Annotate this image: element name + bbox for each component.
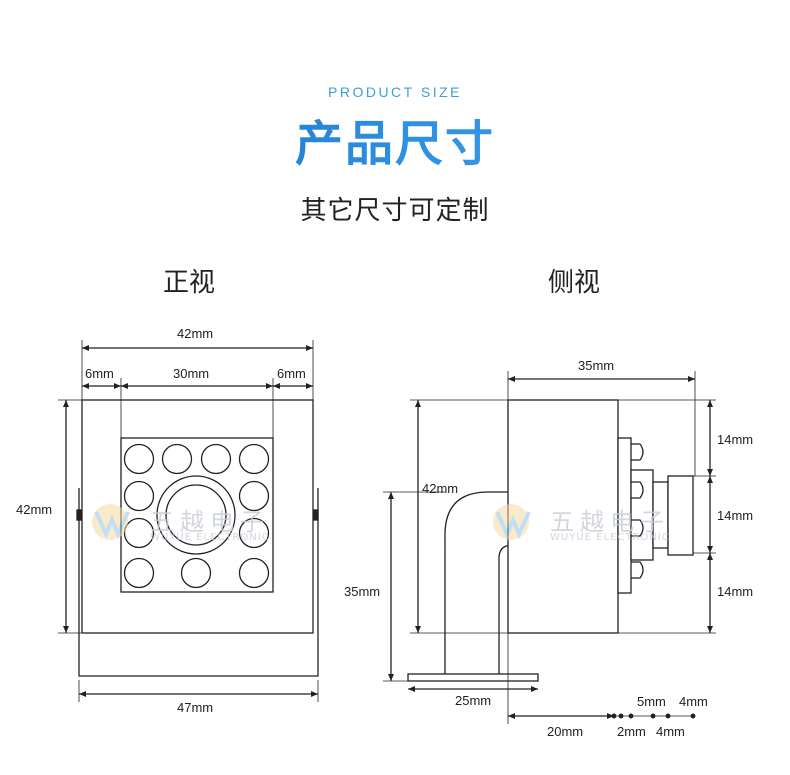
section-title: 产品尺寸 xyxy=(0,104,790,174)
front-view xyxy=(58,340,319,702)
watermark-logo-side xyxy=(493,504,531,540)
led xyxy=(123,443,155,475)
dim-front-left-margin: 6mm xyxy=(85,366,114,381)
dim-side-v-bot: 14mm xyxy=(717,584,754,599)
watermark-cn-side: 五越电子 xyxy=(550,508,670,536)
led-array xyxy=(123,443,270,589)
dim-side-seg-2: 2mm xyxy=(617,724,646,739)
dim-front-bracket-width: 47mm xyxy=(177,700,214,715)
led xyxy=(161,443,193,475)
side-lens-ring-4 xyxy=(667,475,694,556)
dim-side-seg-4b: 4mm xyxy=(656,724,685,739)
watermark-en-side: WUYUE ELECTRONIC xyxy=(550,532,670,543)
dim-side-bracket-height: 35mm xyxy=(344,584,381,599)
side-base-plate xyxy=(407,673,539,682)
dim-side-seg-5: 5mm xyxy=(637,694,666,709)
led xyxy=(123,480,155,512)
side-view xyxy=(383,371,716,724)
led xyxy=(123,517,155,549)
led xyxy=(238,480,270,512)
watermark-en-front: WUYUE ELECTRONIC xyxy=(150,532,270,543)
side-view-title: 侧视 xyxy=(548,268,601,298)
dim-side-offset: 20mm xyxy=(547,724,584,739)
camera-lens-outer xyxy=(156,475,236,555)
led xyxy=(123,557,155,589)
dim-front-total-width: 42mm xyxy=(177,326,214,341)
watermark-logo-front xyxy=(92,504,130,540)
dim-front-center-width: 30mm xyxy=(173,366,210,381)
dim-side-base-length: 25mm xyxy=(455,693,492,708)
front-bracket-pin-right xyxy=(313,509,319,521)
section-subtitle-en: PRODUCT SIZE xyxy=(328,84,462,100)
camera-lens-inner xyxy=(165,484,227,546)
front-view-title: 正视 xyxy=(163,268,216,298)
led xyxy=(180,557,212,589)
dim-side-height: 42mm xyxy=(422,481,459,496)
custom-size-note: 其它尺寸可定制 xyxy=(300,196,490,226)
dim-front-height: 42mm xyxy=(16,502,53,517)
dim-side-seg-4a: 4mm xyxy=(679,694,708,709)
watermark-cn-front: 五越电子 xyxy=(150,508,270,536)
dim-side-depth: 35mm xyxy=(578,358,615,373)
led xyxy=(238,517,270,549)
dim-front-right-margin: 6mm xyxy=(277,366,306,381)
led xyxy=(238,557,270,589)
dim-side-v-top: 14mm xyxy=(717,432,754,447)
led xyxy=(200,443,232,475)
dim-side-v-mid: 14mm xyxy=(717,508,754,523)
led xyxy=(238,443,270,475)
front-bracket-pin-left xyxy=(76,509,82,521)
side-led-bulbs xyxy=(631,443,644,579)
front-bracket xyxy=(78,488,319,677)
